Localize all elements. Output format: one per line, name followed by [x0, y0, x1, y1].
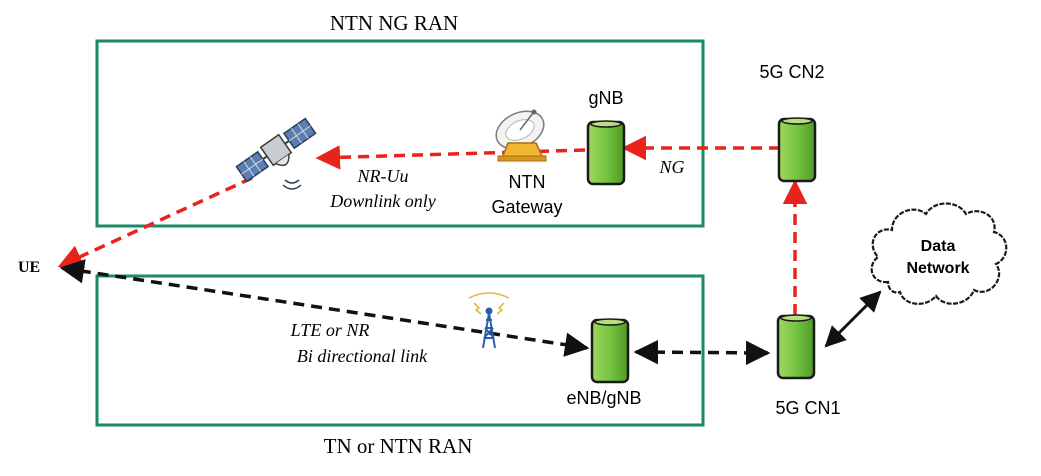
link-satellite-ue — [57, 176, 253, 268]
data-network-label-line2: Network — [906, 260, 969, 277]
gateway-label-line1: NTN — [509, 172, 546, 192]
gateway-label-line2: Gateway — [491, 197, 562, 217]
satellite-icon — [235, 117, 317, 183]
link-ue-enb — [59, 259, 590, 357]
link-enb-cn1 — [633, 339, 771, 366]
link-cn1-data-network — [824, 290, 882, 348]
satellite-signal-icon — [282, 179, 302, 190]
cn1-node — [776, 314, 816, 380]
ntn-ng-ran-box — [95, 39, 705, 228]
ue-label: UE — [18, 259, 40, 276]
top-region-title: NTN NG RAN — [330, 11, 458, 35]
radio-tower-icon — [482, 307, 496, 349]
enb-gnb-node — [590, 318, 630, 384]
nr-uu-label-line1: NR-Uu — [357, 166, 409, 186]
ng-label: NG — [658, 157, 684, 177]
nr-uu-label-line2: Downlink only — [329, 191, 436, 211]
lte-label-line2: Bi directional link — [297, 346, 428, 366]
radio-signal-icon — [468, 292, 510, 315]
cloud-icon — [870, 202, 1008, 305]
data-network-label-line1: Data — [921, 238, 956, 255]
cn2-label: 5G CN2 — [759, 62, 824, 82]
bottom-region-title: TN or NTN RAN — [324, 434, 473, 458]
gnb-label: gNB — [588, 88, 623, 108]
cn1-label: 5G CN1 — [775, 398, 840, 418]
satellite-dish-icon — [495, 109, 547, 162]
enb-gnb-label: eNB/gNB — [566, 388, 641, 408]
cn2-node — [777, 117, 817, 183]
gnb-node — [586, 120, 626, 186]
lte-label-line1: LTE or NR — [290, 320, 370, 340]
